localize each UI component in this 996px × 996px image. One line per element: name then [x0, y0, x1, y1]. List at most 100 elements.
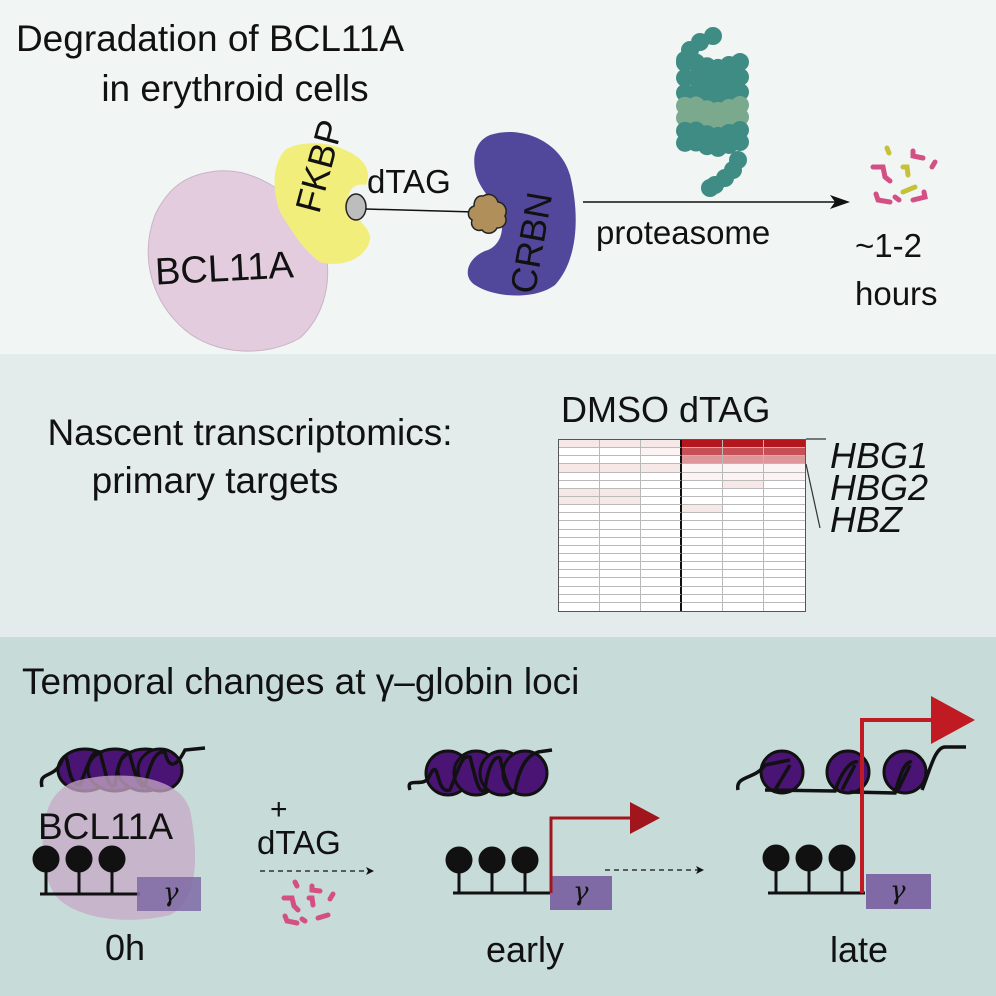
nucleosomes-condensed-early: [407, 748, 553, 797]
heatmap-cell-r8-c1: [600, 505, 641, 514]
heatmap-cell-r20-c2: [641, 602, 682, 611]
heatmap-cell-r6-c4: [723, 488, 764, 497]
heatmap-cell-r6-c2: [641, 488, 682, 497]
heatmap-cell-r4-c5: [764, 472, 805, 481]
transcription-arrowhead-early: [630, 802, 660, 834]
heatmap-cell-r16-c4: [723, 570, 764, 579]
heatmap-cell-r16-c3: [682, 570, 723, 579]
gamma-label-late: γ: [890, 876, 906, 906]
proteasome-bead: [701, 179, 719, 197]
heatmap-cell-r9-c3: [682, 513, 723, 522]
heatmap-cell-r17-c1: [600, 578, 641, 587]
heatmap-cell-r3-c3: [682, 464, 723, 473]
degradation-diagram: [147, 27, 938, 352]
heatmap-cell-r9-c0: [559, 513, 600, 522]
heatmap-cell-r20-c1: [600, 602, 641, 611]
transcription-arrowhead-late: [931, 696, 975, 744]
heatmap-cell-r2-c3: [682, 456, 723, 465]
heatmap-cell-r5-c3: [682, 480, 723, 489]
gene-label-hbg2: HBG2: [830, 467, 929, 508]
degradation-panel: Degradation of BCL11A in erythroid cells: [0, 0, 996, 354]
heatmap-cell-r13-c1: [600, 545, 641, 554]
heatmap-cell-r2-c4: [723, 456, 764, 465]
heatmap-cell-r16-c5: [764, 570, 805, 579]
heatmap-cell-r18-c3: [682, 586, 723, 595]
cpg-lollipops-early: [445, 846, 550, 895]
heatmap-cell-r15-c2: [641, 562, 682, 571]
heatmap-cell-r5-c4: [723, 480, 764, 489]
heatmap-cell-r12-c2: [641, 537, 682, 546]
heatmap-cell-r17-c4: [723, 578, 764, 587]
heatmap-cell-r13-c0: [559, 545, 600, 554]
heatmap-cell-r10-c3: [682, 521, 723, 530]
heatmap-cell-r2-c5: [764, 456, 805, 465]
proteasome-bead: [731, 133, 749, 152]
heatmap-cell-r11-c1: [600, 529, 641, 538]
heatmap-cell-r19-c0: [559, 594, 600, 603]
heatmap-cell-r18-c0: [559, 586, 600, 595]
cpg-lollipops-late: [762, 844, 865, 895]
gamma-gene-box-early: [550, 876, 612, 910]
heatmap-cell-r9-c5: [764, 513, 805, 522]
heatmap-cell-r6-c0: [559, 488, 600, 497]
heatmap-cell-r17-c3: [682, 578, 723, 587]
hbz-callout-line: [805, 463, 821, 529]
panel1-title-line1: Degradation of BCL11A: [15, 18, 405, 59]
heatmap-cell-r12-c4: [723, 537, 764, 546]
heatmap: [558, 439, 806, 612]
progression-arrowhead: [696, 866, 704, 874]
heatmap-cell-r4-c3: [682, 472, 723, 481]
heatmap-cell-r8-c2: [641, 505, 682, 514]
state-late: [736, 696, 975, 909]
panel1-title-line2: in erythroid cells: [101, 68, 369, 109]
heatmap-cell-r6-c5: [764, 488, 805, 497]
heatmap-cell-r17-c5: [764, 578, 805, 587]
panel2-title-line2: primary targets: [91, 460, 339, 501]
heatmap-cell-r15-c3: [682, 562, 723, 571]
heatmap-cell-r18-c2: [641, 586, 682, 595]
heatmap-cell-r7-c4: [723, 497, 764, 506]
heatmap-cell-r20-c5: [764, 602, 805, 611]
heatmap-cell-r8-c5: [764, 505, 805, 514]
heatmap-cell-r17-c2: [641, 578, 682, 587]
heatmap-cell-r14-c0: [559, 554, 600, 563]
heatmap-cell-r0-c3: [682, 440, 723, 449]
heatmap-cell-r13-c5: [764, 545, 805, 554]
heatmap-cell-r3-c4: [723, 464, 764, 473]
state-label-0h: 0h: [105, 927, 146, 968]
heatmap-cell-r7-c3: [682, 497, 723, 506]
treatment-arrowhead: [366, 867, 374, 875]
heatmap-cell-r19-c3: [682, 594, 723, 603]
heatmap-cell-r1-c3: [682, 448, 723, 457]
proteasome-label: proteasome: [596, 214, 771, 251]
heatmap-cell-r3-c5: [764, 464, 805, 473]
heatmap-cell-r18-c1: [600, 586, 641, 595]
heatmap-cell-r3-c0: [559, 464, 600, 473]
heatmap-cell-r0-c4: [723, 440, 764, 449]
heatmap-cell-r16-c0: [559, 570, 600, 579]
heatmap-cell-r16-c2: [641, 570, 682, 579]
degraded-fragments-icon: [281, 879, 336, 926]
heatmap-cell-r0-c0: [559, 440, 600, 449]
heatmap-cell-r19-c1: [600, 594, 641, 603]
heatmap-cell-r3-c2: [641, 464, 682, 473]
heatmap-cell-r20-c4: [723, 602, 764, 611]
gamma-label-0h: γ: [163, 878, 179, 908]
heatmap-cell-r1-c0: [559, 448, 600, 457]
gamma-gene-box-late: [866, 874, 931, 909]
heatmap-cell-r0-c1: [600, 440, 641, 449]
time-label-line2: hours: [855, 275, 938, 312]
heatmap-cell-r14-c4: [723, 554, 764, 563]
heatmap-cell-r3-c1: [600, 464, 641, 473]
proteasome-bead: [731, 53, 749, 72]
heatmap-cell-r14-c2: [641, 554, 682, 563]
heatmap-cell-r8-c0: [559, 505, 600, 514]
gene-label-hbg1: HBG1: [830, 435, 929, 476]
heatmap-cell-r8-c3: [682, 505, 723, 514]
heatmap-cell-r19-c2: [641, 594, 682, 603]
state-label-early: early: [486, 929, 565, 970]
heatmap-cell-r4-c4: [723, 472, 764, 481]
heatmap-cell-r10-c2: [641, 521, 682, 530]
transcriptomics-panel: Nascent transcriptomics: primary targets…: [0, 354, 996, 637]
